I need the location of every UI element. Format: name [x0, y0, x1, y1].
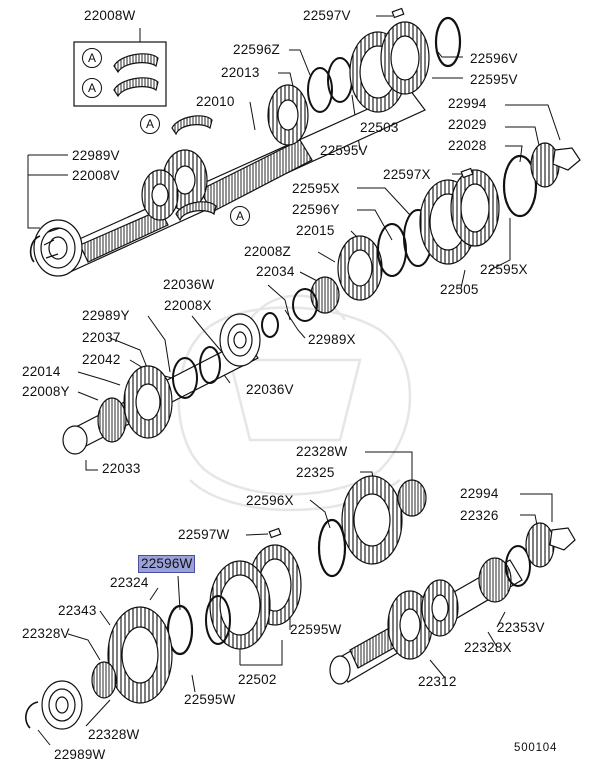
part-label[interactable]: 22595V: [320, 143, 368, 158]
callout-a-marker: A: [230, 206, 250, 226]
part-label[interactable]: 22008V: [72, 168, 120, 183]
part-label[interactable]: 22015: [296, 223, 335, 238]
part-label[interactable]: 22013: [221, 65, 260, 80]
callout-a-marker: A: [140, 114, 160, 134]
highlighted-part-label[interactable]: 22596W: [138, 555, 196, 573]
callout-group-box: [73, 41, 167, 107]
part-label[interactable]: 22008X: [164, 298, 212, 313]
part-label[interactable]: 22994: [448, 96, 487, 111]
part-label[interactable]: 22989Y: [82, 308, 130, 323]
part-label[interactable]: 22596X: [246, 493, 294, 508]
part-label[interactable]: 22328W: [296, 444, 348, 459]
part-label[interactable]: 22989W: [54, 747, 106, 762]
part-label[interactable]: 22008Z: [244, 244, 291, 259]
part-label[interactable]: 22036V: [246, 382, 294, 397]
part-label[interactable]: 22994: [460, 486, 499, 501]
part-label[interactable]: 22595V: [470, 72, 518, 87]
part-label[interactable]: 22010: [196, 94, 235, 109]
part-label[interactable]: 22028: [448, 138, 487, 153]
part-label[interactable]: 22595X: [480, 262, 528, 277]
part-label[interactable]: 22502: [238, 672, 277, 687]
part-label[interactable]: 22324: [110, 575, 149, 590]
part-label[interactable]: 22503: [360, 120, 399, 135]
drawing-code: 500104: [514, 742, 558, 754]
part-label[interactable]: 22328W: [88, 727, 140, 742]
part-label[interactable]: 22312: [418, 674, 457, 689]
part-label[interactable]: 22596Y: [292, 202, 340, 217]
part-label[interactable]: 22596V: [470, 51, 518, 66]
part-label[interactable]: 22037: [82, 330, 121, 345]
part-label[interactable]: 22033: [102, 461, 141, 476]
input-shaft-assembly: [29, 7, 462, 277]
needle-bearing-set: [113, 53, 217, 222]
part-label[interactable]: 22328X: [464, 640, 512, 655]
part-label[interactable]: 22595X: [292, 181, 340, 196]
part-label[interactable]: 22597V: [303, 8, 351, 23]
part-label[interactable]: 22326: [460, 508, 499, 523]
part-label[interactable]: 22325: [296, 465, 335, 480]
part-label[interactable]: 22989X: [308, 332, 356, 347]
part-label[interactable]: 22014: [22, 364, 61, 379]
callout-a-marker: A: [82, 48, 102, 68]
part-label[interactable]: 22029: [448, 117, 487, 132]
part-label[interactable]: 22343: [58, 603, 97, 618]
part-label[interactable]: 22597X: [383, 167, 431, 182]
part-label[interactable]: 22008Y: [22, 384, 70, 399]
part-label[interactable]: 22036W: [163, 277, 215, 292]
part-label[interactable]: 22595W: [290, 622, 342, 637]
part-label[interactable]: 22042: [82, 352, 121, 367]
synchro-assembly-22505: [292, 142, 581, 322]
part-label[interactable]: 22505: [440, 282, 479, 297]
part-label[interactable]: 22597W: [178, 527, 230, 542]
part-label[interactable]: 22008W: [84, 8, 136, 23]
part-label[interactable]: 22595W: [184, 692, 236, 707]
part-label[interactable]: 22989V: [72, 148, 120, 163]
part-label[interactable]: 22034: [256, 264, 295, 279]
part-label[interactable]: 22328V: [22, 626, 70, 641]
mainshaft-middle-assembly: [62, 312, 279, 455]
part-label[interactable]: 22353V: [497, 620, 545, 635]
callout-a-marker: A: [82, 78, 102, 98]
part-label[interactable]: 22596Z: [233, 42, 280, 57]
lower-countershaft-assembly: [25, 475, 576, 730]
